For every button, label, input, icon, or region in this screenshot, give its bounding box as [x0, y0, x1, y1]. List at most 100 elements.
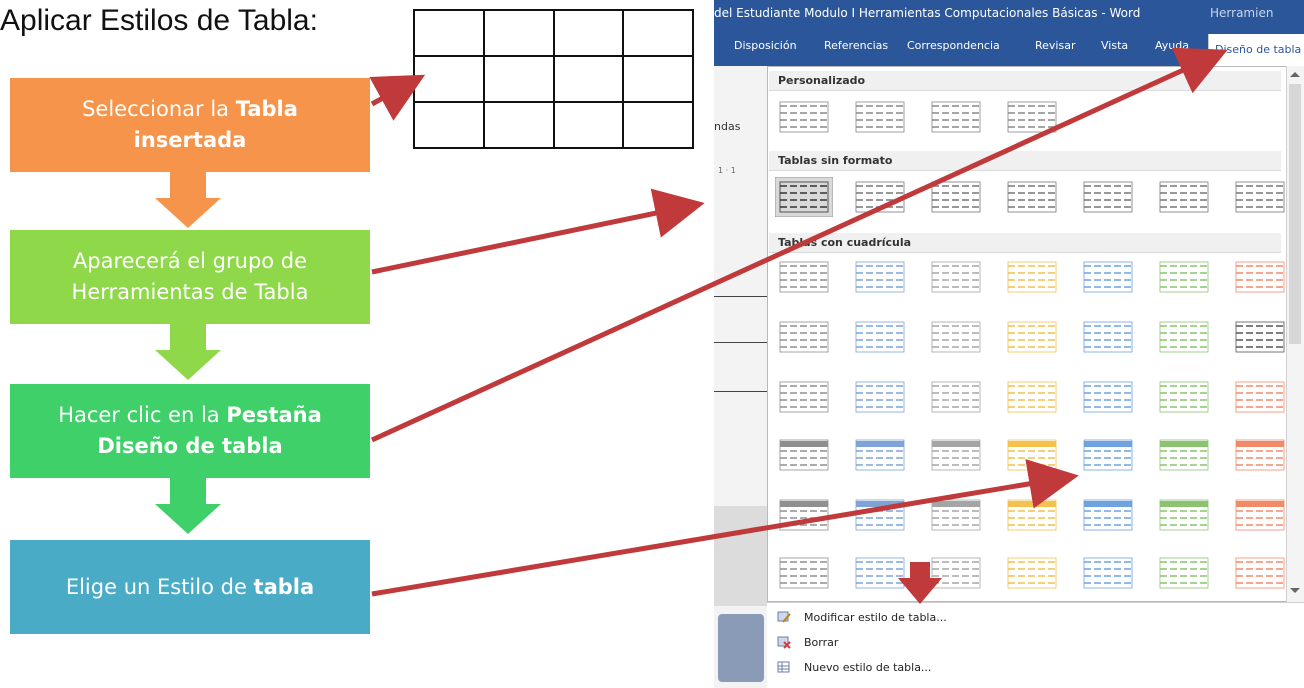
section-tablas-con-cuadricula: Tablas con cuadrícula — [769, 233, 1281, 253]
step-choose-style: Elige un Estilo de tabla — [10, 540, 370, 634]
step-bold-text: tabla — [253, 574, 315, 599]
down-arrow-icon — [155, 198, 221, 228]
table-style-icon[interactable] — [1003, 553, 1061, 593]
table-style-icon[interactable] — [1079, 377, 1137, 417]
new-table-style-icon — [777, 661, 790, 673]
ruler: 1 · 1 — [718, 166, 736, 175]
table-style-icon[interactable] — [1155, 257, 1213, 297]
table-style-icon[interactable] — [1079, 553, 1137, 593]
table-style-icon[interactable] — [927, 377, 985, 417]
table-style-icon[interactable] — [851, 553, 909, 593]
table-style-icon[interactable] — [927, 177, 985, 217]
table-style-icon[interactable] — [775, 553, 833, 593]
table-style-icon[interactable] — [927, 317, 985, 357]
down-arrow-icon — [170, 478, 206, 506]
gallery-scrollbar[interactable] — [1286, 66, 1304, 602]
table-style-icon[interactable] — [1231, 377, 1289, 417]
menu-borrar[interactable]: Borrar — [777, 632, 838, 652]
tab-correspondencia[interactable]: Correspondencia — [907, 39, 1000, 52]
document-page-gap — [714, 506, 767, 606]
annotation-arrow — [369, 74, 426, 121]
table-style-icon[interactable] — [775, 257, 833, 297]
table-style-icon[interactable] — [927, 435, 985, 475]
menu-label: Modificar estilo de tabla... — [804, 610, 947, 624]
table-style-icon[interactable] — [927, 97, 985, 137]
tab-diseno-de-tabla[interactable]: Diseño de tabla — [1208, 34, 1304, 66]
table-style-icon[interactable] — [851, 97, 909, 137]
gallery-menu: Modificar estilo de tabla... Borrar Nuev… — [767, 602, 1304, 688]
table-style-icon[interactable] — [1003, 317, 1061, 357]
down-arrow-icon — [155, 504, 221, 534]
table-style-icon[interactable] — [1155, 553, 1213, 593]
word-titlebar: del Estudiante Modulo I Herramientas Com… — [714, 0, 1304, 26]
document-line — [714, 342, 767, 343]
table-style-icon[interactable] — [775, 435, 833, 475]
table-style-icon[interactable] — [1155, 317, 1213, 357]
table-style-icon[interactable] — [1231, 495, 1289, 535]
table-style-icon[interactable] — [851, 317, 909, 357]
clear-table-style-icon — [777, 636, 791, 649]
ribbon-group-label: ndas — [714, 120, 741, 133]
table-style-icon[interactable] — [1079, 435, 1137, 475]
table-style-icon[interactable] — [775, 97, 833, 137]
step-bold-text: Pestaña — [226, 403, 322, 427]
menu-nuevo-estilo[interactable]: Nuevo estilo de tabla... — [777, 657, 931, 677]
table-style-icon[interactable] — [927, 257, 985, 297]
tab-ayuda[interactable]: Ayuda — [1155, 39, 1189, 52]
scroll-thumb[interactable] — [1289, 84, 1301, 344]
table-style-icon[interactable] — [1003, 377, 1061, 417]
table-style-icon[interactable] — [1003, 495, 1061, 535]
table-style-icon[interactable] — [775, 377, 833, 417]
table-style-gallery: Personalizado Tablas sin formato Tablas … — [767, 66, 1293, 602]
table-style-icon[interactable] — [851, 495, 909, 535]
table-style-icon[interactable] — [775, 317, 833, 357]
annotation-arrow — [371, 188, 705, 275]
table-style-icon[interactable] — [851, 257, 909, 297]
table-style-icon[interactable] — [1003, 177, 1061, 217]
table-style-icon[interactable] — [1079, 495, 1137, 535]
table-style-icon[interactable] — [1003, 435, 1061, 475]
table-style-icon[interactable] — [1155, 177, 1213, 217]
scroll-down-icon[interactable] — [1290, 588, 1300, 593]
tab-revisar[interactable]: Revisar — [1035, 39, 1076, 52]
table-style-icon[interactable] — [1079, 177, 1137, 217]
table-style-icon[interactable] — [851, 435, 909, 475]
table-style-icon[interactable] — [1231, 435, 1289, 475]
table-style-icon[interactable] — [775, 495, 833, 535]
tab-referencias[interactable]: Referencias — [824, 39, 889, 52]
table-style-icon[interactable] — [1155, 435, 1213, 475]
table-style-icon[interactable] — [1079, 317, 1137, 357]
window-title: del Estudiante Modulo I Herramientas Com… — [714, 6, 1141, 20]
section-personalizado: Personalizado — [769, 71, 1281, 91]
table-style-icon[interactable] — [1231, 177, 1289, 217]
menu-label: Nuevo estilo de tabla... — [804, 660, 932, 674]
word-window: del Estudiante Modulo I Herramientas Com… — [714, 0, 1304, 688]
table-style-icon[interactable] — [927, 553, 985, 593]
document-edge: ndas 1 · 1 — [714, 66, 768, 688]
table-style-icon[interactable] — [851, 177, 909, 217]
step-line2: insertada — [133, 128, 247, 152]
table-style-icon[interactable] — [1231, 553, 1289, 593]
table-style-icon[interactable] — [927, 495, 985, 535]
table-style-icon[interactable] — [1079, 257, 1137, 297]
table-style-icon[interactable] — [1155, 377, 1213, 417]
table-style-icon[interactable] — [775, 177, 833, 217]
table-style-icon[interactable] — [851, 377, 909, 417]
table-style-icon[interactable] — [1231, 317, 1289, 357]
tab-vista[interactable]: Vista — [1101, 39, 1129, 52]
table-style-icon[interactable] — [1231, 257, 1289, 297]
section-tablas-sin-formato: Tablas sin formato — [769, 151, 1281, 171]
step-text: Hacer clic en la — [58, 403, 227, 427]
step-text: Seleccionar la — [82, 97, 236, 121]
table-style-icon[interactable] — [1003, 257, 1061, 297]
menu-modificar-estilo[interactable]: Modificar estilo de tabla... — [777, 607, 947, 627]
down-arrow-icon — [155, 350, 221, 380]
example-table — [413, 9, 694, 149]
tab-disposicion[interactable]: Disposición — [734, 39, 797, 52]
scroll-up-icon[interactable] — [1290, 72, 1300, 77]
table-style-icon[interactable] — [1003, 97, 1061, 137]
table-style-icon[interactable] — [1155, 495, 1213, 535]
